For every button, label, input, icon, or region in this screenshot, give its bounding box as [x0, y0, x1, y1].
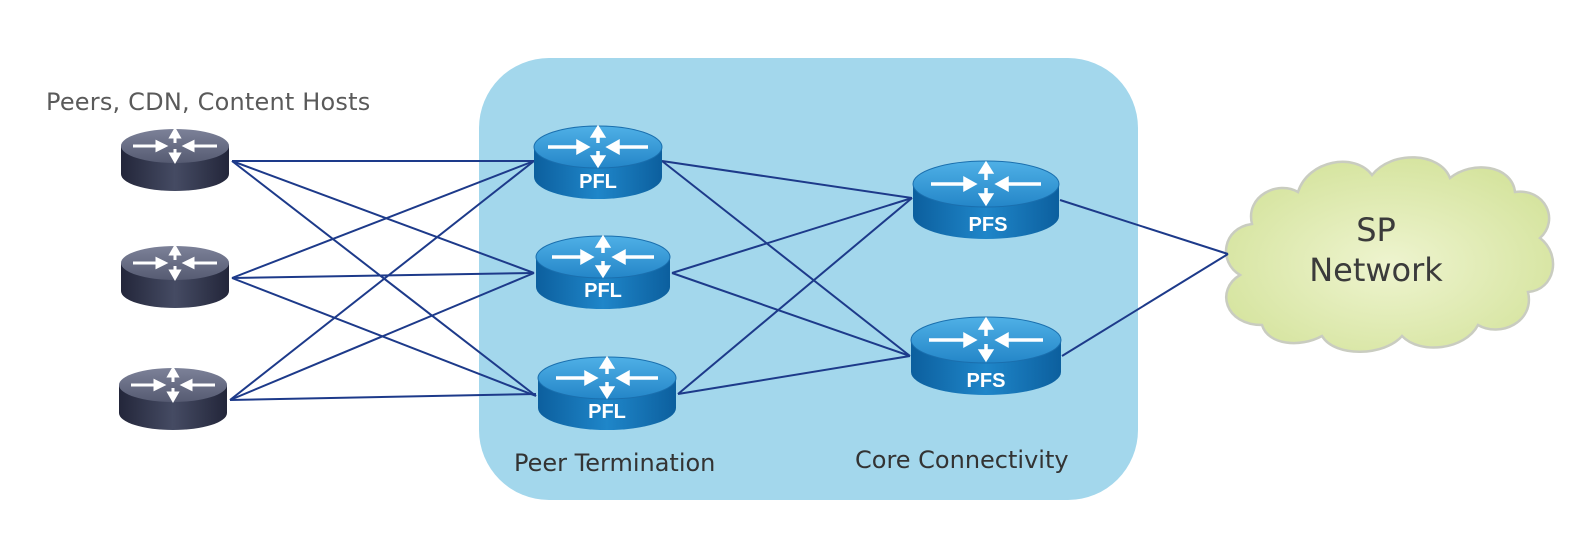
- sp-network-cloud: [1224, 156, 1555, 353]
- router-arrows-icon: [133, 126, 217, 165]
- pfs-label: PFS: [967, 370, 1006, 392]
- peer-router-3: [119, 365, 227, 430]
- links: [229, 160, 1229, 401]
- pfl-label: PFL: [579, 171, 617, 193]
- router-arrows-icon: [131, 365, 215, 404]
- cloud-label: SP Network: [1296, 210, 1456, 290]
- pfs-router-2: PFS: [910, 316, 1062, 395]
- pfl-router-1: PFL: [533, 124, 663, 199]
- pfl-label: PFL: [584, 280, 622, 302]
- router-arrows-icon: [931, 160, 1041, 207]
- cloud-label-line1: SP: [1356, 211, 1396, 249]
- router-arrows-icon: [929, 316, 1043, 363]
- pfl-router-3: PFL: [537, 355, 677, 430]
- peers-label: Peers, CDN, Content Hosts: [46, 88, 371, 116]
- router-arrows-icon: [552, 234, 654, 279]
- cloud-label-line2: Network: [1309, 251, 1443, 289]
- pfs-label: PFS: [969, 214, 1008, 236]
- router-arrows-icon: [133, 243, 217, 282]
- pfl-router-2: PFL: [535, 234, 671, 309]
- router-arrows-icon: [548, 124, 648, 169]
- peer-termination-label: Peer Termination: [514, 449, 716, 477]
- pfl-label: PFL: [588, 401, 626, 423]
- core-connectivity-label: Core Connectivity: [855, 446, 1069, 474]
- peer-router-1: [121, 126, 229, 191]
- pfs-router-1: PFS: [912, 160, 1060, 239]
- peer-router-2: [121, 243, 229, 308]
- router-arrows-icon: [556, 355, 658, 400]
